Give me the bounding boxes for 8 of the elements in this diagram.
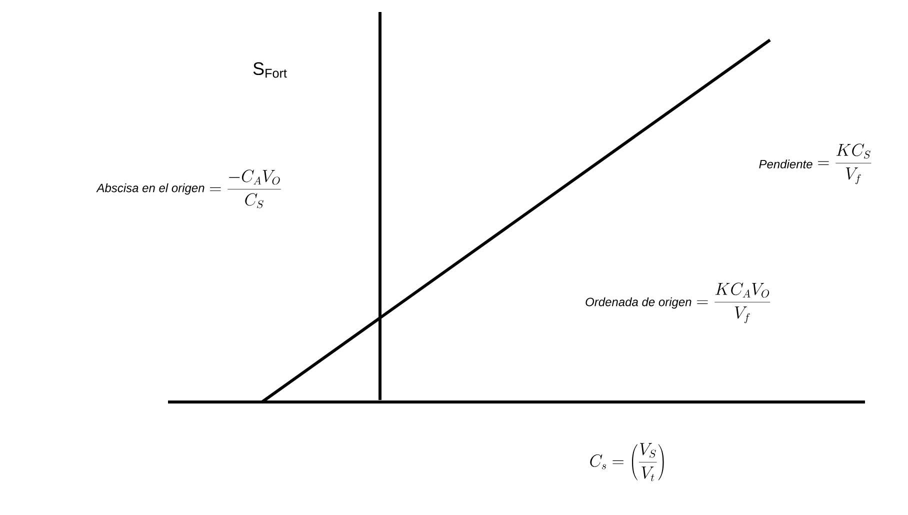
formula: $=\frac{KC_{A}V_{O}}{V_{f}}$ bbox=[697, 282, 770, 324]
formula: $=\frac{KC_{S}}{V_{f}}$ bbox=[818, 144, 872, 184]
formula: $=\frac{-C_{A}V_{O}}{C_{S}}$ bbox=[210, 170, 281, 208]
formula: $C_{s}=\left(\frac{V_{S}}{V_{t}}\right)$ bbox=[590, 443, 664, 482]
formula-label: Abscisa en el origen bbox=[96, 183, 204, 195]
formula-label: Pendiente bbox=[759, 160, 812, 168]
axis-label: S$_{Fort}$ bbox=[253, 62, 287, 78]
formula-label: Ordenada de origen bbox=[586, 297, 692, 309]
